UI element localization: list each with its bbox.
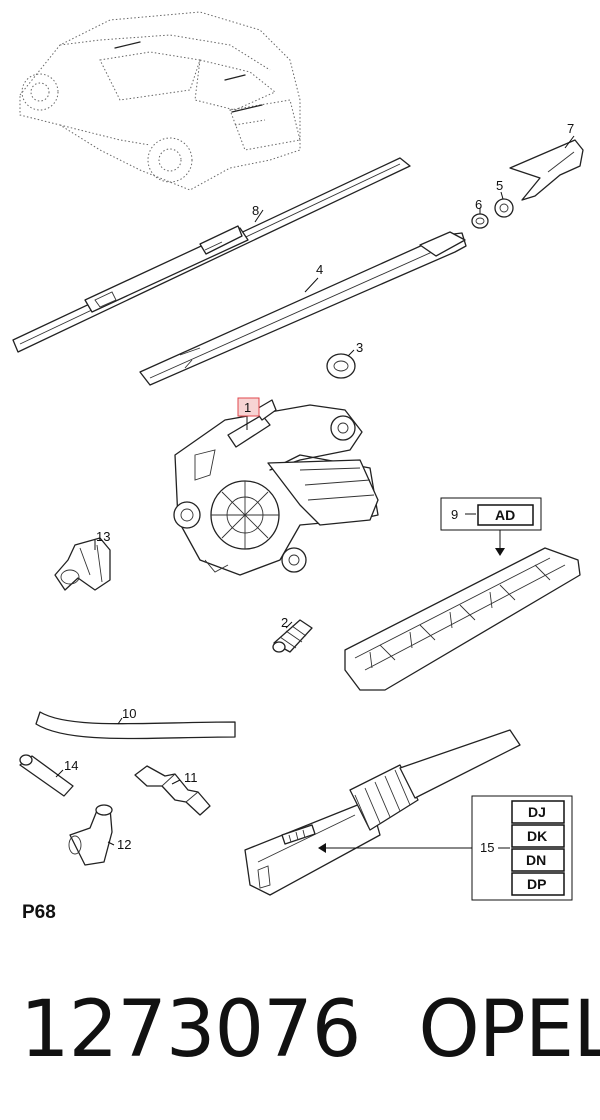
variant-box-9: 9 AD xyxy=(440,497,542,556)
leader-2 xyxy=(285,621,293,629)
part-10-hose xyxy=(35,711,236,740)
footer: 1273076 OPEL xyxy=(20,975,600,1085)
part-2-screw xyxy=(272,619,313,653)
leader-14 xyxy=(55,769,64,778)
variant-code-dn: DN xyxy=(526,852,546,868)
variant-box-15: 15 DJ DK DN DP xyxy=(318,795,573,901)
leader-10 xyxy=(117,717,123,725)
callout-14: 14 xyxy=(64,758,78,773)
callout-15: 15 xyxy=(480,840,494,855)
callout-1-highlight xyxy=(237,397,260,417)
part-5-nut xyxy=(494,198,514,218)
part-3-grommet xyxy=(326,353,356,379)
part-14-sleeve xyxy=(19,754,74,797)
leader-5 xyxy=(500,191,504,200)
part-6-washer xyxy=(471,213,489,229)
leader-4 xyxy=(304,277,319,293)
part-9-connector-housing xyxy=(344,547,581,691)
part-1-wiper-motor xyxy=(173,399,379,576)
callout-4: 4 xyxy=(316,262,323,277)
variant-code-dj: DJ xyxy=(528,804,546,820)
callout-2: 2 xyxy=(281,615,288,630)
leader-8 xyxy=(254,209,264,223)
part-13-clip xyxy=(54,537,111,591)
variant-code-dp: DP xyxy=(527,876,546,892)
variant-code-ad: AD xyxy=(495,507,515,523)
callout-5: 5 xyxy=(496,178,503,193)
callout-7: 7 xyxy=(567,121,574,136)
callout-10: 10 xyxy=(122,706,136,721)
leader-7 xyxy=(564,135,575,149)
callout-1: 1 xyxy=(244,400,251,415)
variant-code-dk: DK xyxy=(527,828,547,844)
callout-8: 8 xyxy=(252,203,259,218)
part-7-cap xyxy=(509,139,584,201)
callout-3: 3 xyxy=(356,340,363,355)
diagram-code: P68 xyxy=(22,902,56,923)
brand-name: OPEL xyxy=(418,985,600,1075)
part-8-wiper-blade xyxy=(12,157,411,353)
callout-9: 9 xyxy=(451,507,458,522)
callout-11: 11 xyxy=(184,770,198,785)
leader-12 xyxy=(107,841,115,846)
part-12-elbow xyxy=(68,804,113,866)
leader-11 xyxy=(171,779,181,785)
callout-12: 12 xyxy=(117,837,131,852)
callout-13: 13 xyxy=(96,529,110,544)
part-number: 1273076 xyxy=(20,985,361,1075)
part-4-wiper-arm xyxy=(139,231,467,386)
vehicle-outline xyxy=(19,11,301,191)
leader-3 xyxy=(347,349,355,357)
part-15-switch xyxy=(244,729,521,896)
callout-6: 6 xyxy=(475,197,482,212)
part-11-connector xyxy=(134,765,211,816)
